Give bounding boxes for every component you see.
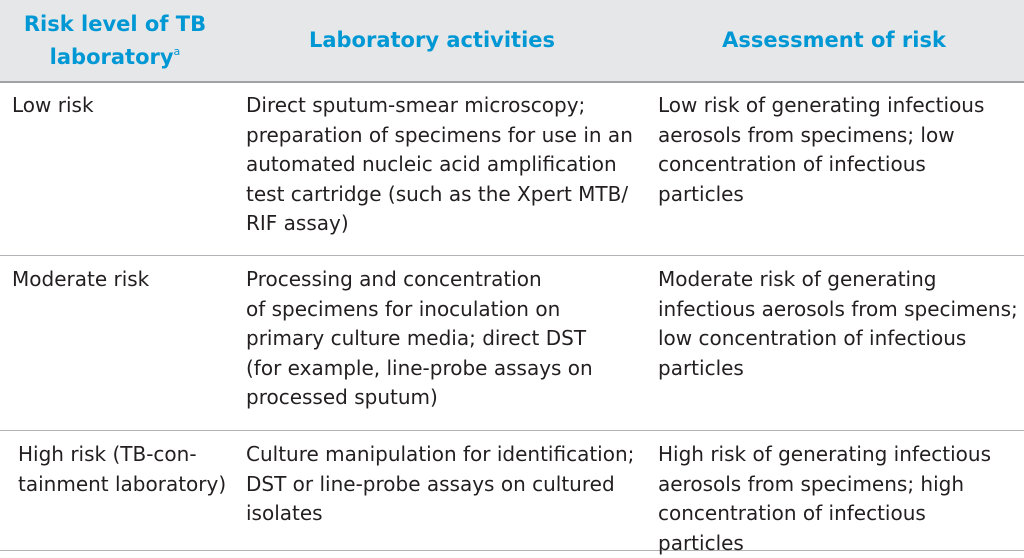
- table-row: Moderate risk Processing and concentrati…: [0, 257, 1024, 431]
- table-row: Low risk Direct sputum-smear microscopy;…: [0, 83, 1024, 256]
- table-header: Risk level of TB laboratorya Laboratory …: [0, 0, 1024, 83]
- assessment-cell: Low risk of generating infectious aeroso…: [658, 93, 985, 206]
- risk-level-cell: Moderate risk: [12, 267, 150, 291]
- header-assessment-of-risk: Assessment of risk: [722, 28, 946, 52]
- header-risk-level-line2: laboratory: [49, 44, 174, 69]
- assessment-cell: Moderate risk of generating infectious a…: [658, 267, 1018, 380]
- activities-cell: Processing and concentration of specimen…: [246, 267, 593, 409]
- activities-cell: Culture manipulation for identification;…: [246, 442, 635, 525]
- header-footnote-marker: a: [173, 44, 181, 58]
- risk-level-cell: Low risk: [12, 93, 94, 117]
- header-risk-level-line1: Risk level of TB: [23, 11, 207, 36]
- header-laboratory-activities: Laboratory activities: [308, 28, 556, 52]
- activities-cell: Direct sputum-smear microscopy; preparat…: [246, 93, 633, 235]
- table-row: High risk (TB-con- tainment laboratory) …: [0, 432, 1024, 555]
- risk-level-cell: High risk (TB-con- tainment laboratory): [18, 442, 227, 496]
- assessment-cell: High risk of generating infectious aeros…: [658, 442, 991, 555]
- header-risk-level: Risk level of TB laboratorya: [4, 0, 226, 81]
